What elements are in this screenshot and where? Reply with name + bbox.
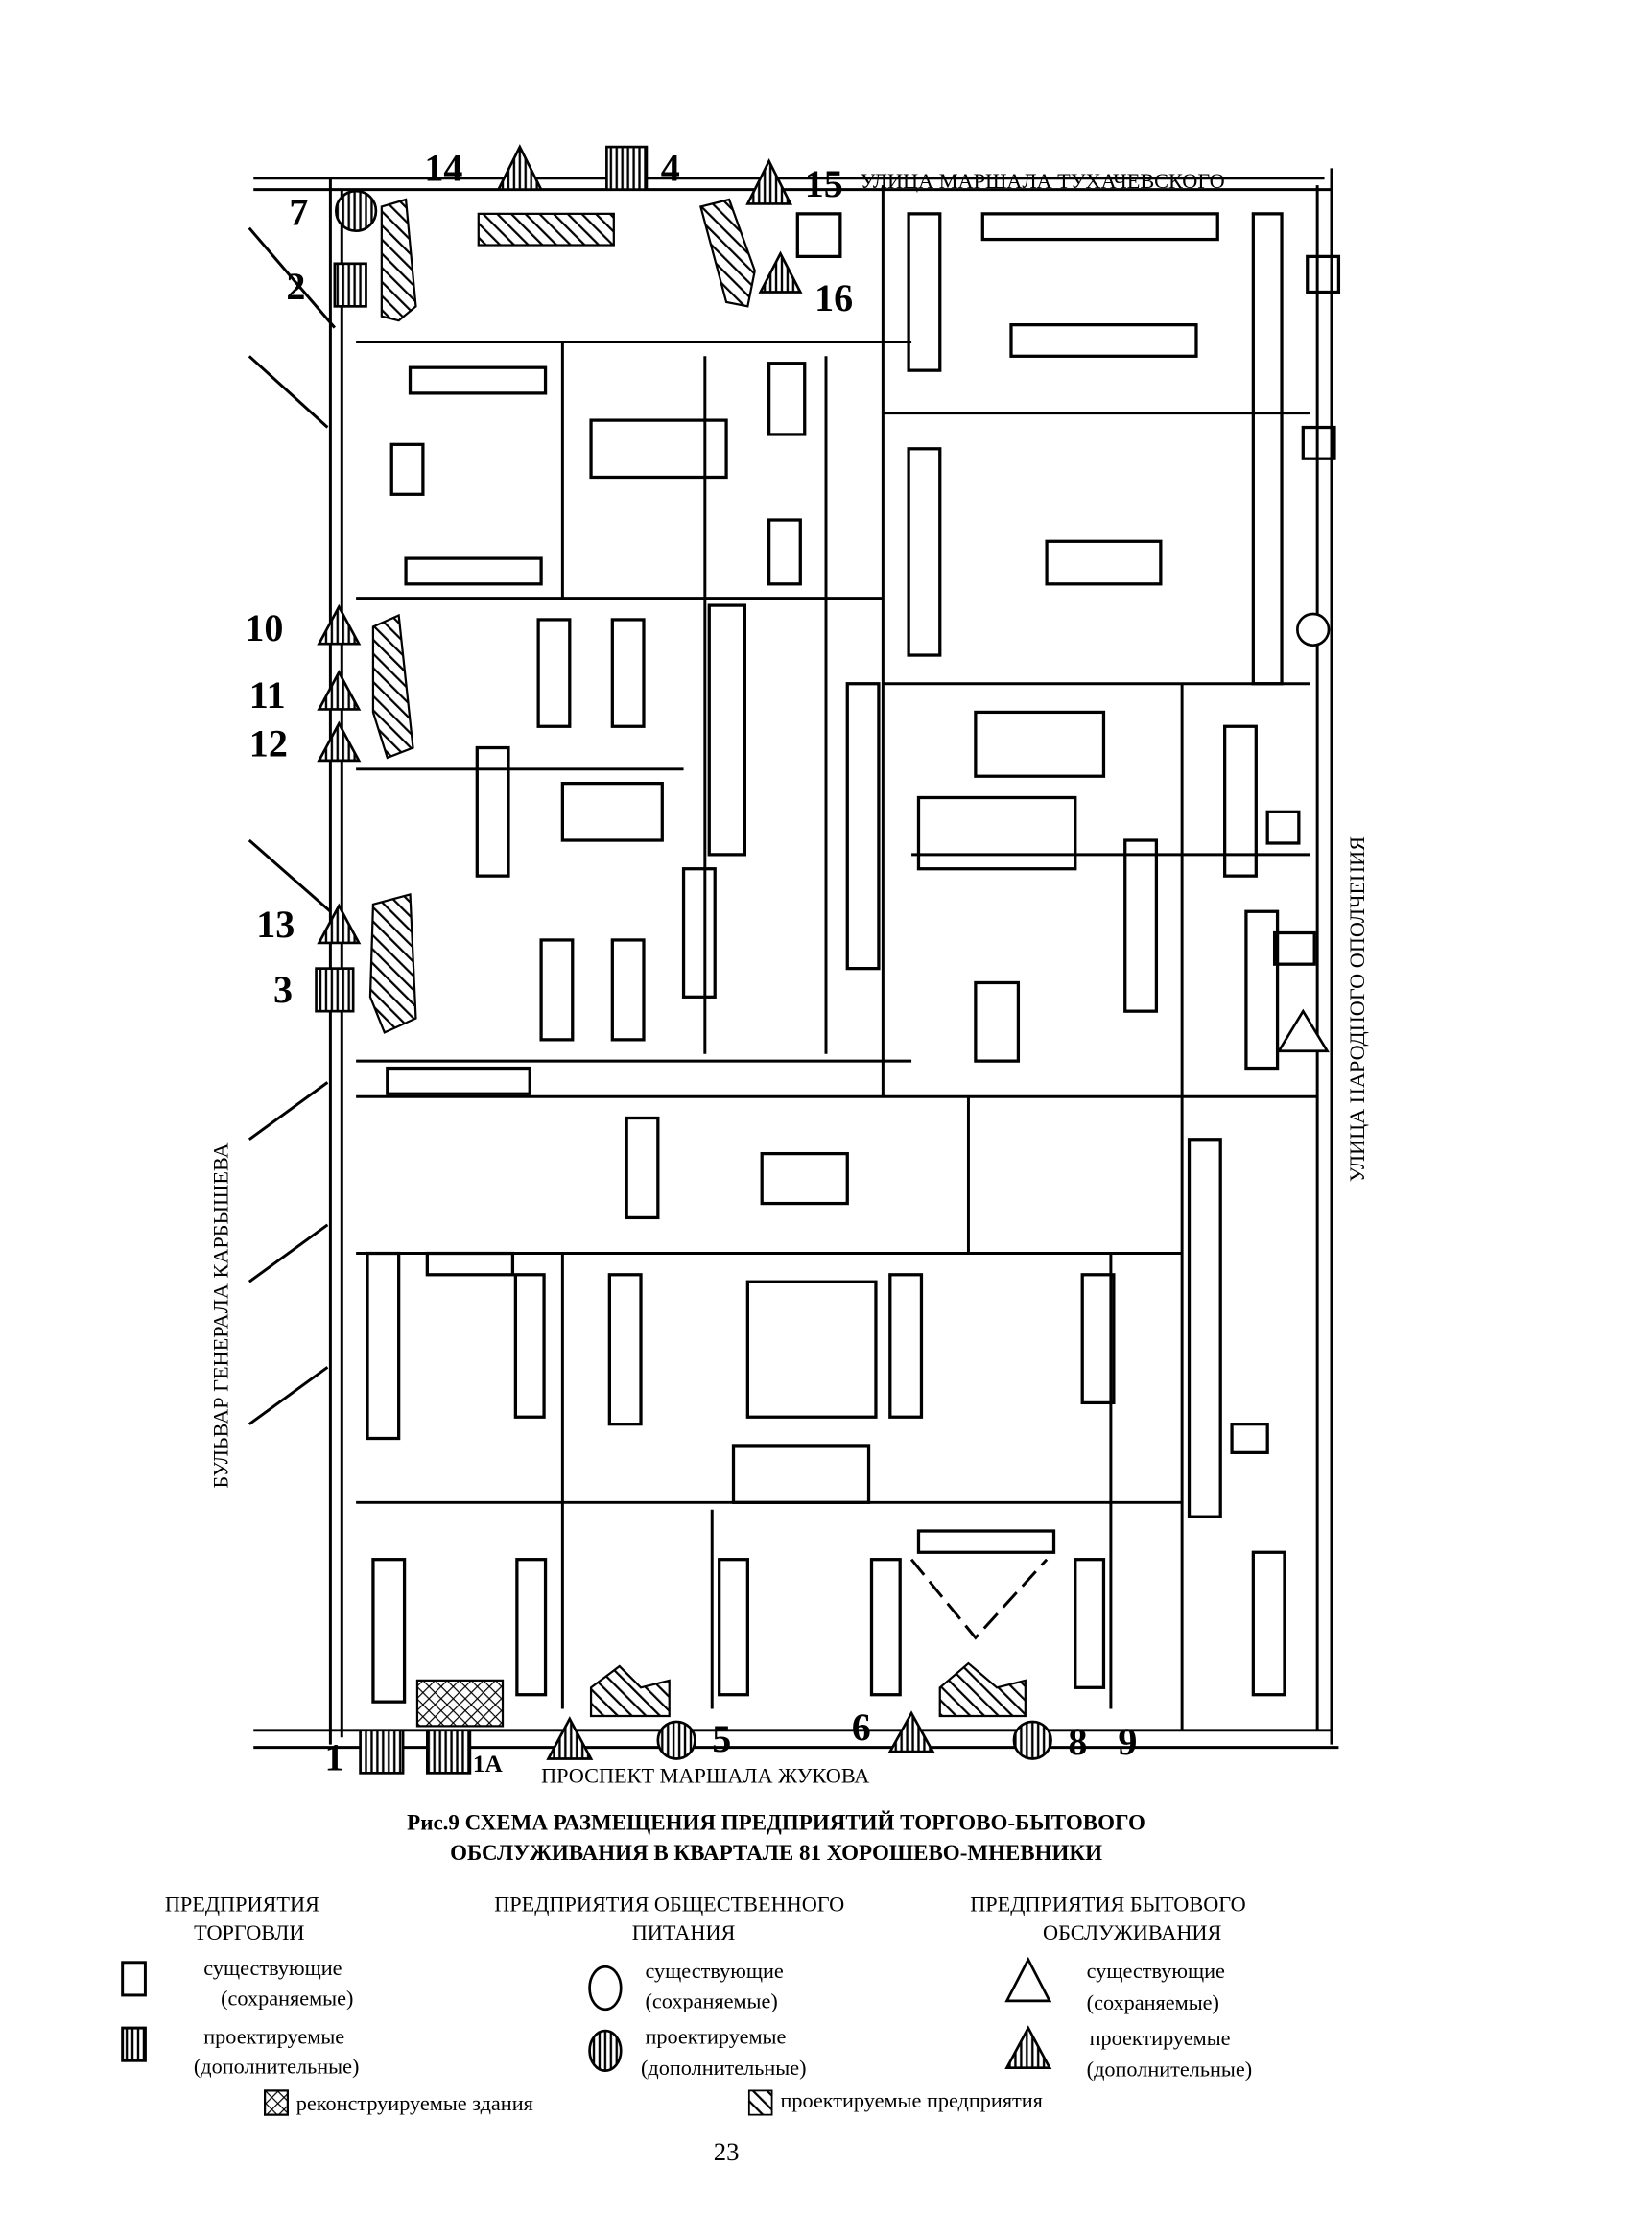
label-15: 15 [805, 162, 843, 205]
label-1a: 1А [473, 1752, 504, 1777]
legend-catering: ПРЕДПРИЯТИЯ ОБЩЕСТВЕННОГО ПИТАНИЯ сущест… [494, 1892, 844, 2080]
label-6: 6 [852, 1706, 871, 1749]
planned-catering-circle-8 [1012, 1720, 1052, 1760]
district-map: 14 4 15 7 2 16 10 11 12 13 3 1 1А 5 6 8 … [209, 144, 1369, 1788]
existing-catering-icon [588, 1965, 623, 2012]
planned-catering-circle-5 [656, 1720, 696, 1760]
planned-enterprises-icon [747, 2089, 773, 2116]
street-narodnogo-opolcheniya: УЛИЦА НАРОДНОГО ОПОЛЧЕНИЯ [1345, 836, 1369, 1182]
legend-label: проектируемые [645, 2024, 786, 2048]
page-number: 23 [714, 2137, 740, 2166]
planned-trade-square-1a [426, 1729, 472, 1775]
existing-trade-icon [121, 1961, 147, 1997]
planned-service-triangle-11 [317, 670, 362, 711]
label-11: 11 [249, 673, 286, 717]
label-4: 4 [661, 147, 680, 190]
legend-title: ОБСЛУЖИВАНИЯ [1043, 1920, 1221, 1944]
legend-label: (дополнительные) [1087, 2058, 1253, 2082]
planned-service-triangle-10 [317, 603, 362, 646]
marker-labels: 14 4 15 7 2 16 10 11 12 13 3 1 1А 5 6 8 … [245, 147, 1137, 1779]
label-9: 9 [1118, 1720, 1137, 1763]
legend-label: проектируемые [1090, 2026, 1231, 2050]
label-2: 2 [286, 265, 305, 308]
planned-trade-square-1 [359, 1729, 405, 1775]
legend-title: ПРЕДПРИЯТИЯ ОБЩЕСТВЕННОГО [494, 1892, 844, 1916]
street-karbysheva: БУЛЬВАР ГЕНЕРАЛА КАРБЫШЕВА [209, 1142, 233, 1488]
legend-label: (сохраняемые) [1087, 1990, 1219, 2014]
legend-title: ПИТАНИЯ [632, 1920, 736, 1944]
label-1: 1 [324, 1735, 343, 1778]
street-zhukova: ПРОСПЕКТ МАРШАЛА ЖУКОВА [541, 1764, 869, 1788]
planned-trade-square-2 [333, 262, 367, 308]
planned-service-triangle-14 [496, 144, 544, 191]
planned-enterprise-buildings [368, 198, 1027, 1718]
label-8: 8 [1068, 1720, 1087, 1763]
enterprise-markers [315, 144, 1331, 1775]
legend-household-services: ПРЕДПРИЯТИЯ БЫТОВОГО ОБСЛУЖИВАНИЯ сущест… [970, 1892, 1252, 2081]
legend-label: существующие [645, 1959, 783, 1983]
legend-title: ПРЕДПРИЯТИЯ [165, 1892, 319, 1916]
planned-service-triangle-15 [745, 157, 793, 205]
label-12: 12 [249, 721, 288, 765]
buildings [366, 212, 1341, 1704]
planned-service-triangle-bottom-1 [546, 1716, 594, 1760]
planned-trade-square-3 [315, 967, 355, 1013]
planned-service-icon [1004, 2025, 1052, 2069]
planned-catering-icon [588, 2029, 623, 2072]
label-5: 5 [712, 1717, 731, 1760]
label-7: 7 [289, 191, 308, 234]
legend-label: (дополнительные) [641, 2056, 807, 2080]
label-3: 3 [273, 968, 293, 1011]
reconstructed-building [415, 1679, 505, 1728]
legend-trade: ПРЕДПРИЯТИЯ ТОРГОВЛИ существующие (сохра… [121, 1892, 360, 2079]
legend-title: ПРЕДПРИЯТИЯ БЫТОВОГО [970, 1892, 1245, 1916]
existing-service-triangle [1276, 1008, 1330, 1053]
figure-caption-line-1: Рис.9 СХЕМА РАЗМЕЩЕНИЯ ПРЕДПРИЯТИЙ ТОРГО… [407, 1811, 1145, 1835]
legend-label: (сохраняемые) [645, 1989, 777, 2012]
planned-trade-icon [121, 2026, 147, 2062]
legend-label: реконструируемые здания [296, 2091, 533, 2115]
label-10: 10 [245, 606, 283, 649]
legend-label: существующие [1087, 1959, 1225, 1983]
planned-trade-square-4 [605, 145, 649, 191]
planned-service-triangle-12 [317, 720, 362, 763]
planned-service-triangle-13 [317, 903, 362, 945]
label-16: 16 [814, 276, 853, 319]
planned-service-triangle-6 [887, 1710, 935, 1753]
legend-label: проектируемые предприятия [780, 2088, 1042, 2112]
street-tukhachevsky: УЛИЦА МАРШАЛА ТУХАЧЕВСКОГО [861, 169, 1225, 193]
planned-catering-circle-7 [335, 189, 378, 233]
legend-label: существующие [203, 1956, 342, 1980]
label-13: 13 [256, 903, 295, 946]
legend-title: ТОРГОВЛИ [194, 1920, 304, 1944]
legend-label: (сохраняемые) [221, 1986, 353, 2010]
existing-catering-circle [1296, 612, 1331, 647]
figure-caption-line-2: ОБСЛУЖИВАНИЯ В КВАРТАЛЕ 81 ХОРОШЕВО-МНЕВ… [450, 1841, 1102, 1865]
legend-label: проектируемые [203, 2024, 344, 2048]
existing-service-icon [1004, 1956, 1052, 2003]
reconstructed-buildings-icon [264, 2089, 289, 2116]
planned-service-triangle-16 [758, 250, 803, 294]
label-14: 14 [424, 147, 462, 190]
legend: ПРЕДПРИЯТИЯ ТОРГОВЛИ существующие (сохра… [121, 1892, 1252, 2116]
legend-label: (дополнительные) [194, 2055, 360, 2079]
